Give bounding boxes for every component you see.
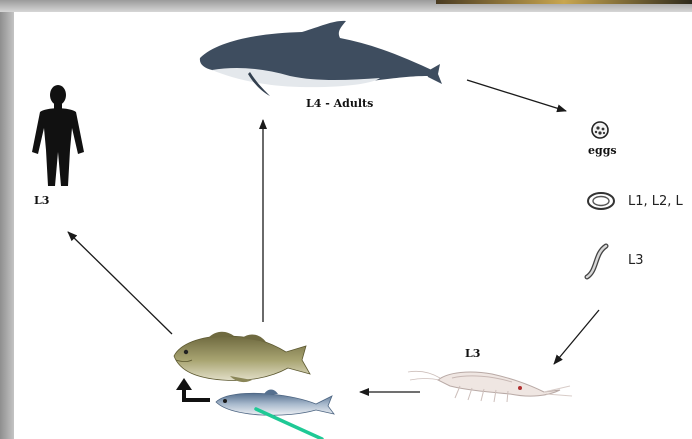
l3-larva-label: L3 — [628, 253, 644, 268]
larva-worm-icon — [587, 246, 606, 277]
l3-krill-label: L3 — [465, 347, 480, 360]
arrow-porpoise-to-eggs — [467, 80, 566, 111]
arrow-fish-to-human — [68, 232, 172, 334]
small-fish-to-cod-arrow — [176, 378, 210, 400]
arrow-larva-to-krill — [554, 310, 599, 364]
eggs-label: eggs — [588, 144, 617, 157]
egg-icon — [592, 122, 608, 138]
adults-label: L4 - Adults — [306, 97, 373, 110]
porpoise-icon — [200, 21, 442, 96]
cycle-arrows — [68, 80, 599, 392]
larva-ring-icon — [588, 193, 614, 209]
krill-icon — [408, 371, 572, 402]
herring-icon — [216, 390, 334, 416]
l3-human-label: L3 — [34, 194, 49, 207]
cod-icon — [174, 332, 310, 382]
larvae-label: L1, L2, L — [628, 194, 683, 209]
human-silhouette-icon — [32, 85, 84, 186]
